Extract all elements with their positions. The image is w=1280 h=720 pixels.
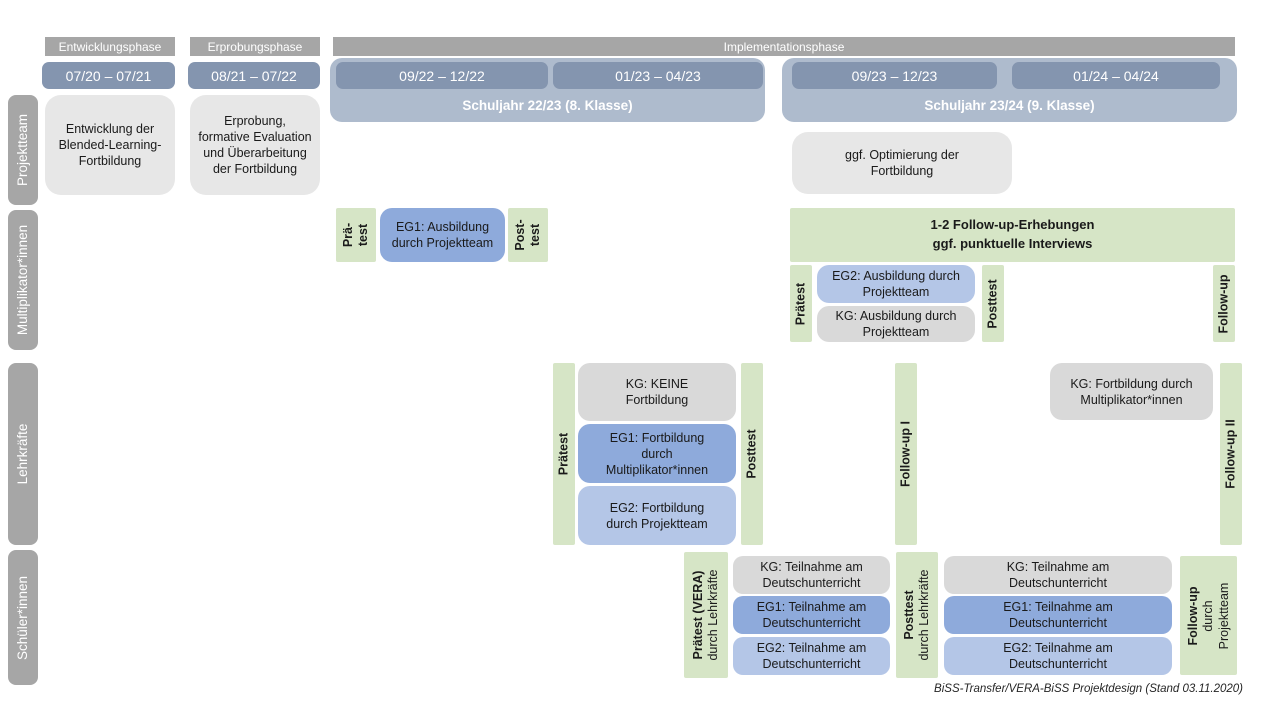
task-box-eg1-deutschunterricht-1: EG1: Teilnahme am Deutschunterricht [733,596,890,634]
followup2-bar-lehrkraefte-text: Follow-up II [1223,419,1238,489]
praetest-vera-bar-schueler-text: Prätest (VERA)durch Lehrkräfte [690,569,720,661]
date-pill-0923-1223: 09/23 – 12/23 [792,62,997,89]
followup-erhebungen-line2: ggf. punktuelle Interviews [932,236,1093,251]
followup1-bar-lehrkraefte: Follow-up I [895,363,917,545]
praetest-bar-multiplikatoren-2-text: Prätest [793,282,808,325]
date-pill-0124-0424: 01/24 – 04/24 [1012,62,1220,89]
date-pill-0821-0722: 08/21 – 07/22 [188,62,320,89]
task-box-erprobung-evaluation: Erprobung, formative Evaluation und Über… [190,95,320,195]
date-pill-0123-0423: 01/23 – 04/23 [553,62,763,89]
praetest-bar-multiplikatoren-2: Prätest [790,265,812,342]
followup2-bar-lehrkraefte: Follow-up II [1220,363,1242,545]
task-box-kg-ausbildung-projektteam: KG: Ausbildung durch Projektteam [817,306,975,342]
followup-erhebungen-box: 1-2 Follow-up-Erhebungen ggf. punktuelle… [790,208,1235,262]
task-box-eg1-deutschunterricht-2: EG1: Teilnahme am Deutschunterricht [944,596,1172,634]
posttest-bar-lehrkraefte-text: Posttest [744,429,759,479]
task-box-eg1-ausbildung-projektteam: EG1: Ausbildung durch Projektteam [380,208,505,262]
row-label-lehrkraefte-text: Lehrkräfte [14,423,30,485]
phase-header-erprobungsphase: Erprobungsphase [190,37,320,56]
task-box-kg-keine-fortbildung: KG: KEINE Fortbildung [578,363,736,421]
schuljahr-band-23-24-label: Schuljahr 23/24 (9. Klasse) [924,98,1095,113]
praetest-bar-lehrkraefte-text: Prätest [556,432,571,476]
task-box-optimierung-fortbildung: ggf. Optimierung der Fortbildung [792,132,1012,194]
posttest-bar-multiplikatoren-1-text: Post-test [512,219,542,251]
row-label-multiplikatorinnen: Multiplikator*innen [8,210,38,350]
task-box-eg1-fortbildung-multiplikatoren: EG1: Fortbildung durch Multiplikator*inn… [578,424,736,483]
row-label-projektteam: Projektteam [8,95,38,205]
posttest-bar-multiplikatoren-2-text: Posttest [985,278,1000,329]
task-box-kg-fortbildung-multiplikatoren: KG: Fortbildung durch Multiplikator*inne… [1050,363,1213,420]
row-label-multiplikatorinnen-text: Multiplikator*innen [14,224,30,336]
praetest-bar-lehrkraefte: Prätest [553,363,575,545]
phase-header-implementationsphase: Implementationsphase [333,37,1235,56]
task-box-kg-deutschunterricht-1: KG: Teilnahme am Deutschunterricht [733,556,890,594]
row-label-schuelerinnen: Schüler*innen [8,550,38,685]
task-box-entwicklung-fortbildung: Entwicklung der Blended-Learning-Fortbil… [45,95,175,195]
row-label-projektteam-text: Projektteam [14,113,30,187]
row-label-lehrkraefte: Lehrkräfte [8,363,38,545]
task-box-eg2-fortbildung-projektteam: EG2: Fortbildung durch Projektteam [578,486,736,545]
row-label-schuelerinnen-text: Schüler*innen [14,575,30,660]
task-box-eg2-ausbildung-projektteam: EG2: Ausbildung durch Projektteam [817,265,975,303]
followup-bar-multiplikatoren-text: Follow-up [1216,273,1231,334]
followup1-bar-lehrkraefte-text: Follow-up I [898,421,913,487]
posttest-bar-lehrkraefte: Posttest [741,363,763,545]
followup-bar-multiplikatoren: Follow-up [1213,265,1235,342]
date-pill-0922-1222: 09/22 – 12/22 [336,62,548,89]
posttest-bar-multiplikatoren-1: Post-test [508,208,548,262]
schuljahr-band-22-23-label: Schuljahr 22/23 (8. Klasse) [462,98,633,113]
phase-header-entwicklungsphase: Entwicklungsphase [45,37,175,56]
date-pill-0720-0721: 07/20 – 07/21 [42,62,175,89]
task-box-eg2-deutschunterricht-2: EG2: Teilnahme am Deutschunterricht [944,637,1172,675]
task-box-eg2-deutschunterricht-1: EG2: Teilnahme am Deutschunterricht [733,637,890,675]
task-box-kg-deutschunterricht-2: KG: Teilnahme am Deutschunterricht [944,556,1172,594]
praetest-vera-bar-schueler: Prätest (VERA)durch Lehrkräfte [684,552,728,678]
posttest-bar-multiplikatoren-2: Posttest [982,265,1004,342]
praetest-bar-multiplikatoren-1: Prä-test [336,208,376,262]
praetest-bar-multiplikatoren-1-text: Prä-test [340,222,370,248]
followup-erhebungen-line1: 1-2 Follow-up-Erhebungen [930,217,1095,233]
footer-caption: BiSS-Transfer/VERA-BiSS Projektdesign (S… [934,683,1243,695]
